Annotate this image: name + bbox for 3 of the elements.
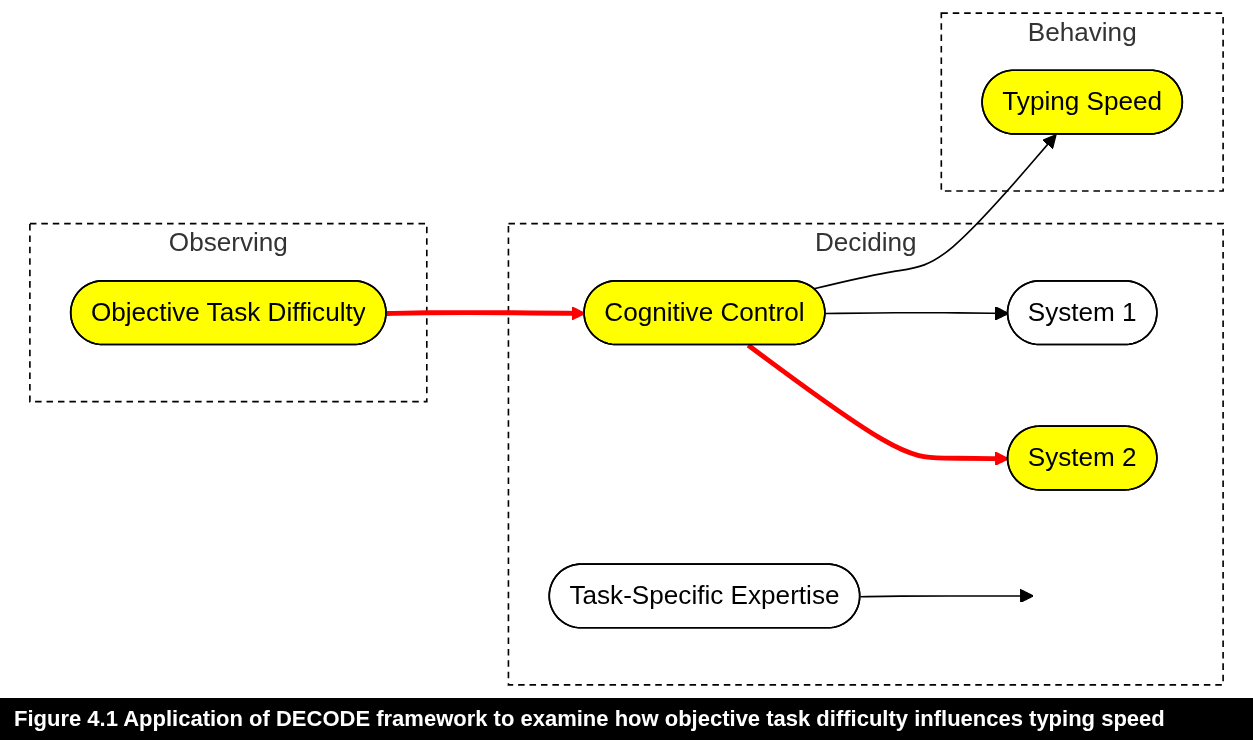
arrow bbox=[813, 134, 1057, 290]
arrow bbox=[859, 588, 1034, 604]
figure-caption: Figure 4.1 Application of DECODE framework to examine how objective task difficulty influences typing speed bbox=[0, 698, 1253, 740]
